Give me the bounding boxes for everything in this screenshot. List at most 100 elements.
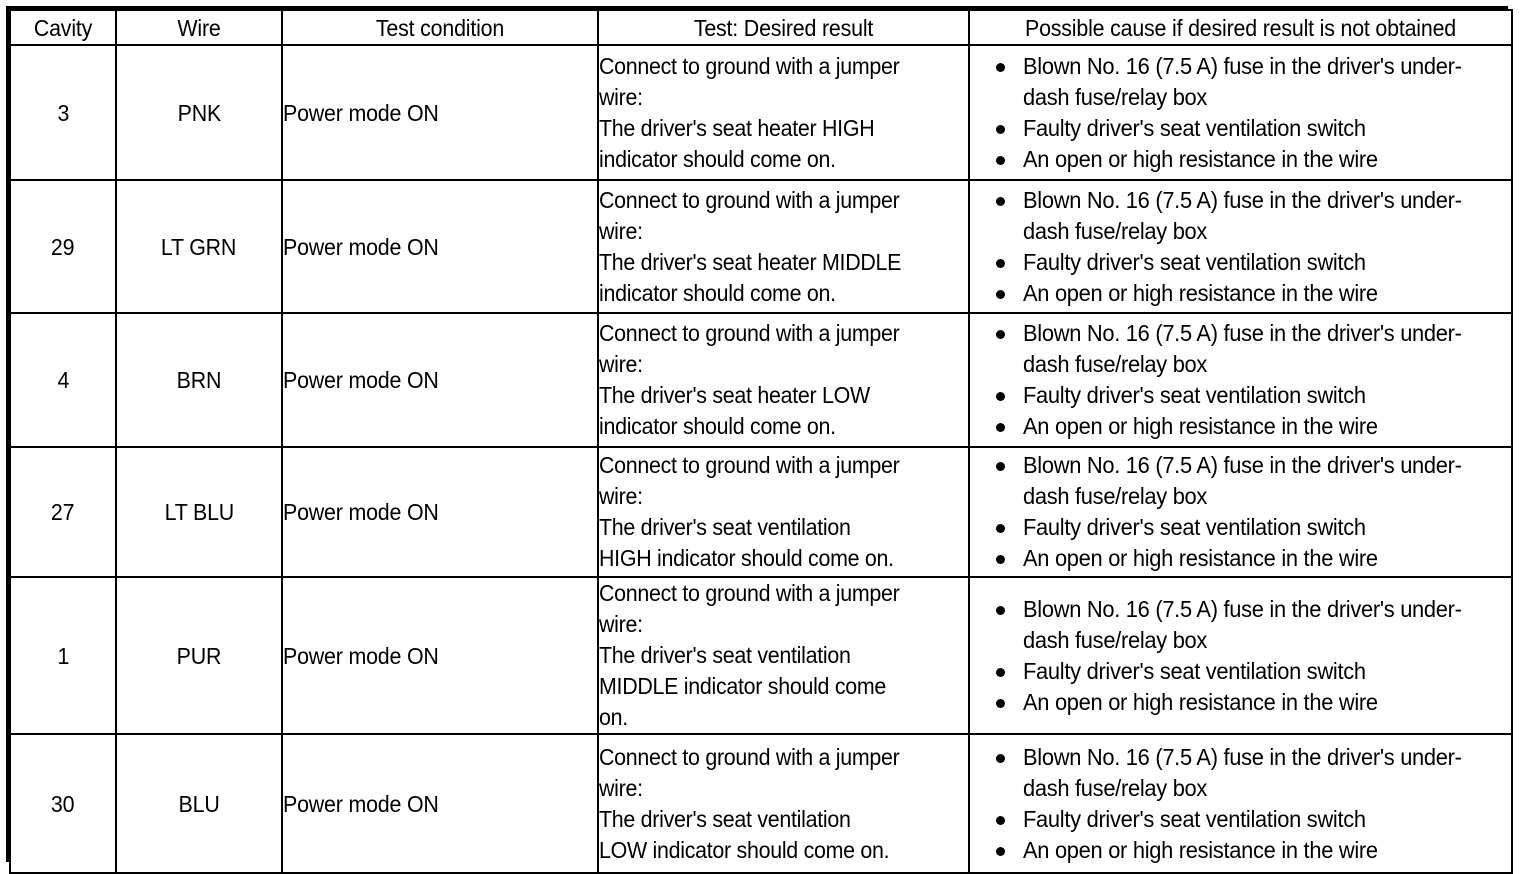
test-result-line: indicator should come on. [599,279,836,306]
test-condition-value: Power mode ON [283,642,439,669]
cavity-value: 30 [51,790,75,817]
test-result-line: indicator should come on. [599,145,836,172]
possible-cause-text: An open or high resistance in the wire [1023,836,1378,863]
cavity-value: 4 [57,367,69,393]
test-condition-value: Power mode ON [283,499,439,525]
wire-value: BRN [176,367,222,393]
test-result-line: Connect to ground with a jumper [599,452,900,478]
test-result-line: The driver's seat ventilation [599,514,851,540]
possible-cause-text: An open or high resistance in the wire [1023,545,1378,571]
bullet-dot-icon [996,555,1005,564]
column-header-wire: Wire [120,9,278,46]
test-result-line: wire: [599,774,643,801]
cell-possible-cause: Blown No. 16 (7.5 A) fuse in the driver'… [968,179,1513,314]
cavity-value: 1 [57,642,69,669]
column-header-possible-cause: Possible cause if desired result is not … [987,9,1494,46]
wire-value: LT BLU [164,499,234,525]
cavity-value: 3 [57,99,69,126]
cell-test-condition: Power mode ON [281,576,599,735]
test-condition-value: Power mode ON [283,367,439,393]
possible-cause-text: Blown No. 16 (7.5 A) fuse in the driver'… [1023,595,1462,653]
list-item: Blown No. 16 (7.5 A) fuse in the driver'… [970,742,1511,804]
cell-wire: PNK [115,44,283,181]
table-row: 27 LT BLU Power mode ON Connect to ground w… [9,446,1513,578]
wire-value: PUR [176,642,222,669]
list-item: An open or high resistance in the wire [970,278,1511,309]
test-result-line: wire: [599,351,643,377]
bullet-dot-icon [996,196,1005,206]
cell-wire: PUR [115,576,283,735]
possible-cause-text: Blown No. 16 (7.5 A) fuse in the driver'… [1023,452,1462,509]
list-item: An open or high resistance in the wire [970,411,1511,442]
test-result-line: Connect to ground with a jumper [599,580,900,606]
table-row: 3 PNK Power mode ON Connect to ground with … [9,44,1513,181]
possible-cause-text: Faulty driver's seat ventilation switch [1023,382,1366,408]
test-result-line: Connect to ground with a jumper [599,320,900,346]
possible-cause-text: An open or high resistance in the wire [1023,413,1378,439]
test-result-line: The driver's seat heater HIGH [599,114,875,141]
possible-cause-list: Blown No. 16 (7.5 A) fuse in the driver'… [970,185,1511,309]
test-result-line: The driver's seat ventilation [599,805,851,832]
possible-cause-text: Faulty driver's seat ventilation switch [1023,514,1366,540]
test-result-line: wire: [599,217,643,244]
bullet-dot-icon [996,124,1005,134]
possible-cause-text: An open or high resistance in the wire [1023,688,1378,715]
list-item: Faulty driver's seat ventilation switch [970,656,1511,687]
list-item: Faulty driver's seat ventilation switch [970,804,1511,835]
possible-cause-text: Blown No. 16 (7.5 A) fuse in the driver'… [1023,320,1462,377]
bullet-dot-icon [996,258,1005,268]
bullet-dot-icon [996,846,1005,856]
bullet-dot-icon [996,815,1005,825]
cell-possible-cause: Blown No. 16 (7.5 A) fuse in the driver'… [968,312,1513,448]
possible-cause-text: Blown No. 16 (7.5 A) fuse in the driver'… [1023,186,1462,244]
bullet-dot-icon [996,62,1005,72]
cell-cavity: 3 [9,44,117,181]
cell-possible-cause: Blown No. 16 (7.5 A) fuse in the driver'… [968,733,1513,874]
cell-test-condition: Power mode ON [281,446,599,578]
column-header-cavity: Cavity [12,9,114,46]
list-item: Blown No. 16 (7.5 A) fuse in the driver'… [970,318,1511,380]
test-result-line: wire: [599,83,643,110]
possible-cause-list: Blown No. 16 (7.5 A) fuse in the driver'… [970,742,1511,866]
test-result-line: wire: [599,611,643,637]
wire-value: PNK [177,99,221,126]
cell-wire: BLU [115,733,283,874]
possible-cause-text: Faulty driver's seat ventilation switch [1023,805,1366,832]
list-item: An open or high resistance in the wire [970,543,1511,574]
possible-cause-text: Faulty driver's seat ventilation switch [1023,248,1366,275]
bullet-dot-icon [996,462,1005,471]
cavity-value: 29 [51,233,75,260]
cell-test-condition: Power mode ON [281,733,599,874]
possible-cause-list: Blown No. 16 (7.5 A) fuse in the driver'… [970,51,1511,175]
list-item: An open or high resistance in the wire [970,835,1511,866]
cell-possible-cause: Blown No. 16 (7.5 A) fuse in the driver'… [968,446,1513,578]
test-result-line: Connect to ground with a jumper [599,743,900,770]
column-header-test-desired-result: Test: Desired result [610,9,957,46]
table-row: 4 BRN Power mode ON Connect to ground with … [9,312,1513,448]
cavity-value: 27 [51,499,75,525]
list-item: Faulty driver's seat ventilation switch [970,512,1511,543]
test-condition-value: Power mode ON [283,790,439,817]
test-condition-value: Power mode ON [283,99,439,126]
test-result-line: on. [599,704,628,730]
table-header-row: Cavity Wire Test condition Test: Desired… [10,9,1512,46]
wire-value: LT GRN [161,233,237,260]
cell-cavity: 1 [9,576,117,735]
possible-cause-text: An open or high resistance in the wire [1023,145,1378,172]
test-result-line: Connect to ground with a jumper [599,52,900,79]
list-item: Blown No. 16 (7.5 A) fuse in the driver'… [970,51,1511,113]
possible-cause-list: Blown No. 16 (7.5 A) fuse in the driver'… [970,450,1511,574]
list-item: Blown No. 16 (7.5 A) fuse in the driver'… [970,594,1511,656]
possible-cause-text: Faulty driver's seat ventilation switch [1023,657,1366,684]
cell-wire: LT GRN [115,179,283,314]
cell-wire: BRN [115,312,283,448]
bullet-dot-icon [996,605,1005,615]
table-row: 1 PUR Power mode ON Connect to ground with … [9,576,1513,735]
bullet-dot-icon [996,753,1005,763]
